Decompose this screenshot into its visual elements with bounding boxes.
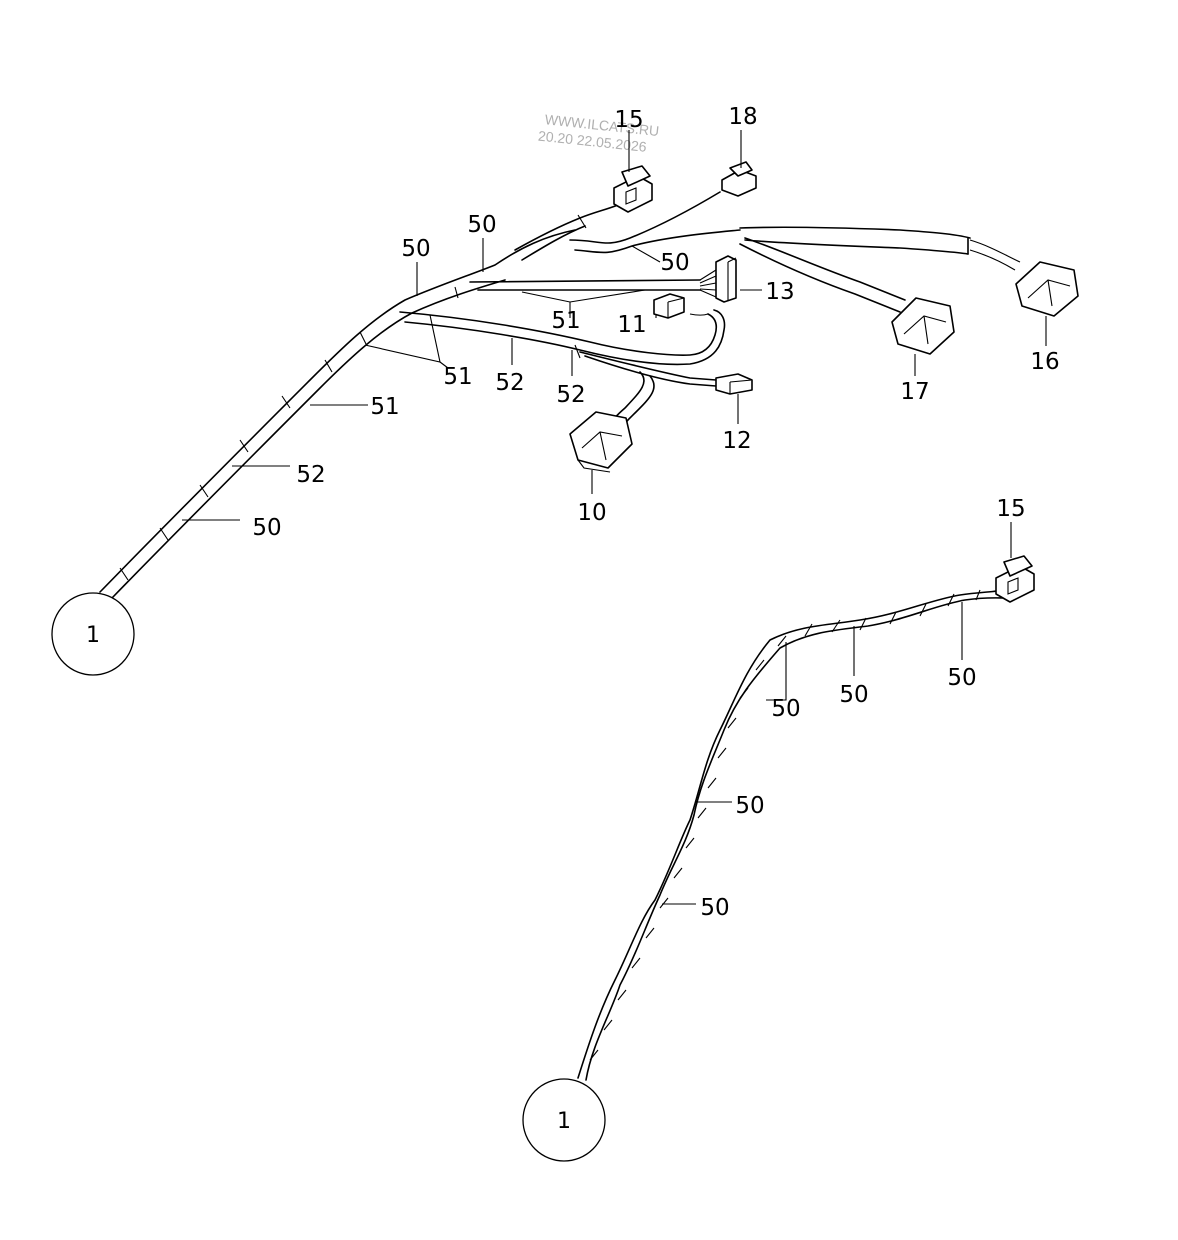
connector-11 xyxy=(653,293,685,319)
callout-50-d: 50 xyxy=(252,515,281,541)
reference-circle-bottom-label: 1 xyxy=(557,1109,571,1134)
callout-15-top: 15 xyxy=(614,107,643,133)
branch-13-wire xyxy=(469,279,701,283)
callout-16: 16 xyxy=(1030,349,1059,375)
leader-lines xyxy=(182,130,1047,905)
branch-15-wire-2 xyxy=(521,225,586,261)
connector-13 xyxy=(715,255,737,303)
branch-11-lead xyxy=(689,313,709,316)
branch-17-wire xyxy=(744,237,906,301)
callout-17: 17 xyxy=(900,379,929,405)
callout-50-f: 50 xyxy=(839,682,868,708)
branch-52-wire-2 xyxy=(404,309,726,366)
connector-10 xyxy=(569,411,633,473)
callout-12: 12 xyxy=(722,428,751,454)
trunk-wire-inner xyxy=(111,279,506,599)
callout-50-c: 50 xyxy=(660,250,689,276)
callout-52-a: 52 xyxy=(495,370,524,396)
branch-12-wire xyxy=(579,351,717,381)
reference-circle-left xyxy=(51,592,135,676)
connector-18 xyxy=(721,161,757,197)
callout-50-g: 50 xyxy=(771,696,800,722)
callout-51-a: 51 xyxy=(551,308,580,334)
callout-52-c: 52 xyxy=(296,462,325,488)
twisted-wire-a xyxy=(577,589,1004,1079)
trunk-wire-outer xyxy=(99,229,576,593)
callout-51-c: 51 xyxy=(370,394,399,420)
reference-circle-left-label: 1 xyxy=(86,623,100,648)
main-harness xyxy=(99,191,1021,599)
callout-15-bottom: 15 xyxy=(996,496,1025,522)
callout-50-a: 50 xyxy=(401,236,430,262)
twisted-pair-harness xyxy=(577,589,1007,1081)
branch-15-tape xyxy=(577,214,587,229)
callout-52-b: 52 xyxy=(556,382,585,408)
branch-18-wire-2 xyxy=(574,229,741,254)
branch-16-wire-2 xyxy=(744,239,969,255)
reference-circle-bottom xyxy=(522,1078,606,1162)
callout-10: 10 xyxy=(577,500,606,526)
connector-16 xyxy=(1015,261,1079,317)
branch-52-tape xyxy=(574,344,581,359)
callout-50-h: 50 xyxy=(735,793,764,819)
branch-18-wire xyxy=(569,191,721,244)
connector-12 xyxy=(715,373,753,395)
callout-50-b: 50 xyxy=(467,212,496,238)
callout-50-e: 50 xyxy=(947,665,976,691)
branch-17-wire-2 xyxy=(739,243,901,313)
branch-13-pins xyxy=(699,269,717,298)
connector-15-bottom xyxy=(995,555,1035,603)
callout-labels: 15 18 50 50 50 13 51 11 51 52 52 51 52 5… xyxy=(252,104,1059,921)
callout-51-b: 51 xyxy=(443,364,472,390)
branch-12-wire-2 xyxy=(584,355,717,387)
triangle-51-a xyxy=(521,289,646,303)
twisted-wire-b xyxy=(585,597,1007,1081)
triangle-51-b xyxy=(364,314,441,363)
callout-18: 18 xyxy=(728,104,757,130)
connector-17 xyxy=(891,297,955,355)
twisted-wire-crossings xyxy=(589,589,981,1061)
callout-13: 13 xyxy=(765,279,794,305)
branch-16-leads xyxy=(969,239,1021,271)
branch-16-wire xyxy=(739,226,971,239)
callout-50-i: 50 xyxy=(700,895,729,921)
callout-11: 11 xyxy=(617,312,646,338)
trunk-tape-marks xyxy=(119,286,459,581)
branch-52-wire xyxy=(399,311,718,356)
connector-15-top xyxy=(613,165,653,213)
